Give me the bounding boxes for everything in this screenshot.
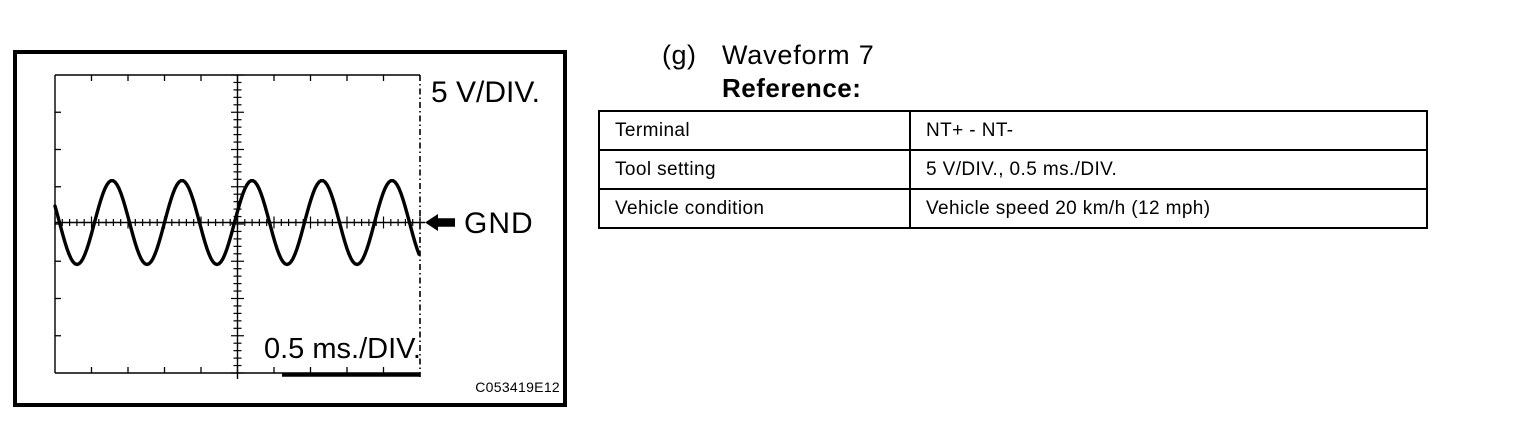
gnd-label: GND [464, 207, 534, 240]
table-row-terminal: Terminal NT+ - NT- [598, 110, 1428, 151]
row-value: NT+ - NT- [909, 110, 1428, 151]
row-label: Vehicle condition [598, 188, 911, 229]
section-title: Waveform 7 [722, 40, 875, 70]
oscilloscope-figure: 5 V/DIV. GND 0.5 ms./DIV. C053419E12 [13, 50, 567, 407]
gnd-arrow-icon [425, 214, 455, 231]
row-value: Vehicle speed 20 km/h (12 mph) [909, 188, 1428, 229]
row-label: Terminal [598, 110, 911, 151]
reference-table: Terminal NT+ - NT- Tool setting 5 V/DIV.… [598, 110, 1428, 229]
table-row-tool-setting: Tool setting 5 V/DIV., 0.5 ms./DIV. [598, 149, 1428, 190]
reference-heading: Reference: [722, 73, 862, 103]
volts-per-div-label: 5 V/DIV. [431, 76, 540, 109]
section-index: (g) [662, 40, 697, 70]
waveform-plot [53, 74, 455, 379]
row-value: 5 V/DIV., 0.5 ms./DIV. [909, 149, 1428, 190]
sine-wave-trace [53, 179, 421, 267]
table-row-vehicle-condition: Vehicle condition Vehicle speed 20 km/h … [598, 188, 1428, 229]
figure-code: C053419E12 [475, 379, 560, 395]
row-label: Tool setting [598, 149, 911, 190]
time-per-div-label: 0.5 ms./DIV. [264, 333, 421, 365]
